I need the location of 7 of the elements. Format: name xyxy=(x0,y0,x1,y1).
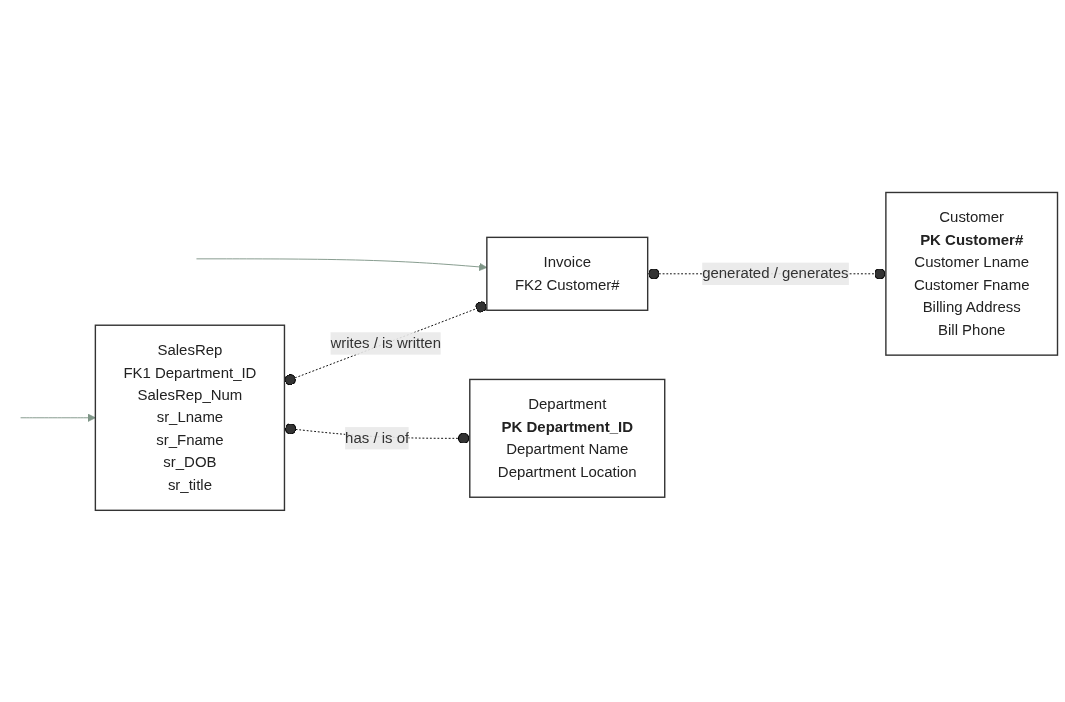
edge-label: writes / is written xyxy=(330,334,441,351)
node-box: Department PK Department_ID Department Name Department Location xyxy=(469,378,666,498)
edge-label: has / is of xyxy=(345,429,410,446)
node-box: SalesRep FK1 Department_ID SalesRep_Num sr_Lname sr_Fname sr_DOB sr_title xyxy=(94,324,286,511)
node-box: Customer PK Customer# Customer Lname Customer Fname Billing Address Bill Phone xyxy=(885,191,1059,356)
node-box: Invoice FK2 Customer# xyxy=(486,236,649,311)
edge-label: generated / generates xyxy=(702,264,849,281)
